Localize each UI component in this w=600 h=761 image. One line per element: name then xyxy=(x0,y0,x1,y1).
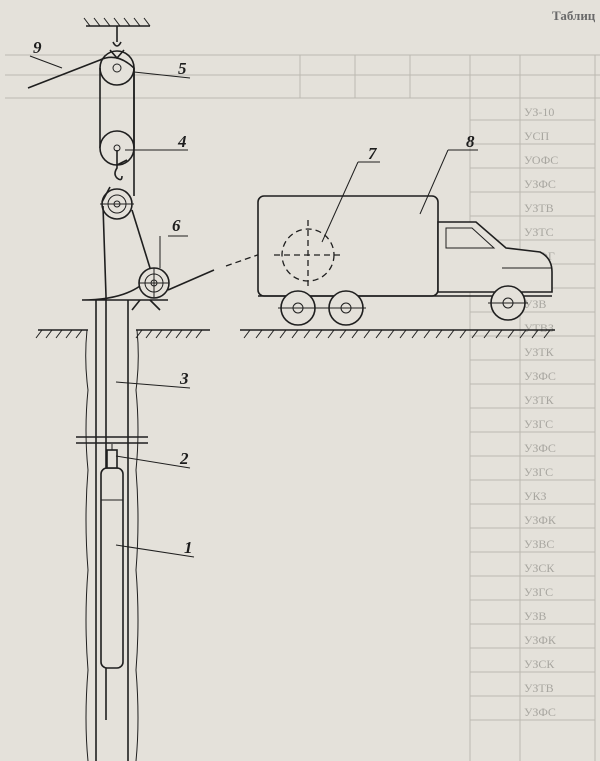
label-2: 2 xyxy=(179,449,189,468)
background-table-cell: УЗСК xyxy=(524,561,555,575)
logging-truck xyxy=(257,195,553,297)
label-9: 9 xyxy=(33,38,42,57)
upper-pulley xyxy=(99,49,135,86)
background-table-cell: УЗГС xyxy=(524,417,553,431)
hook-block-pulley xyxy=(100,186,134,220)
background-table-cell: УЗГС xyxy=(524,465,553,479)
background-table-cell: УЗФС xyxy=(524,177,556,191)
label-8: 8 xyxy=(466,132,475,151)
background-table-cell: УЗТВ xyxy=(524,681,554,695)
background-table-cell: УЗФС xyxy=(524,441,556,455)
measuring-roller xyxy=(81,267,170,311)
background-table-cell: УЗВС xyxy=(524,537,554,551)
ceiling-mount xyxy=(83,17,151,47)
cable-to-truck xyxy=(167,269,215,291)
logging-probe xyxy=(100,444,124,669)
background-table-cell: УОФС xyxy=(524,153,558,167)
background-table-cell: УЗСК xyxy=(524,657,555,671)
label-6: 6 xyxy=(172,216,181,235)
background-table-cell: УЗ-10 xyxy=(524,105,554,119)
background-table-cell: УЗВ xyxy=(524,609,546,623)
logging-cable xyxy=(27,56,135,196)
background-table-cell: УТВЗ xyxy=(524,321,554,335)
background-table-cell: УЗФС xyxy=(524,705,556,719)
label-3: 3 xyxy=(179,369,189,388)
background-table-cell: УЗТК xyxy=(524,345,555,359)
ground-surface-right xyxy=(240,329,555,339)
background-table-rows: УЗ-10УСПУОФСУЗФСУЗТВУЗТСУЗФГУЗКУЗВУТВЗУЗ… xyxy=(470,105,595,721)
well-casing xyxy=(76,300,148,761)
truck-wheels xyxy=(278,285,528,326)
background-table-header: Таблиц xyxy=(552,8,596,23)
leader-lines xyxy=(29,55,478,558)
background-table-cell: УСП xyxy=(524,129,550,143)
label-5: 5 xyxy=(178,59,187,78)
background-table-cell: УЗФС xyxy=(524,369,556,383)
label-4: 4 xyxy=(177,132,187,151)
background-table-cell: УЗГС xyxy=(524,585,553,599)
background-table-cell: УКЗ xyxy=(524,489,547,503)
background-table-cell: УЗФК xyxy=(524,513,557,527)
background-table-cell: УЗТВ xyxy=(524,201,554,215)
background-table-cell: УЗТК xyxy=(524,393,555,407)
ground-surface-left xyxy=(35,329,210,339)
background-table-cell: УЗФК xyxy=(524,633,557,647)
background-table-cell: УЗТС xyxy=(524,225,554,239)
cable-to-roller xyxy=(131,209,151,269)
label-1: 1 xyxy=(184,538,193,557)
background-table-cell: УЗВ xyxy=(524,297,546,311)
label-7: 7 xyxy=(368,144,378,163)
